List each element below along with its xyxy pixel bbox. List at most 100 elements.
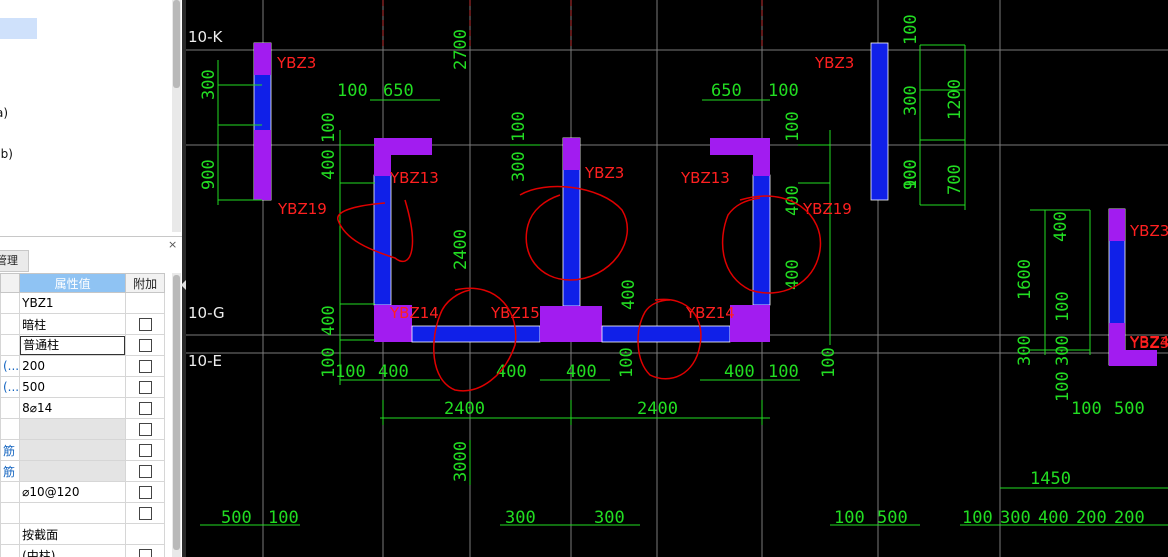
wall-body[interactable] [870, 42, 889, 201]
column-end[interactable] [374, 138, 391, 176]
dimension-text: 100 [319, 347, 339, 378]
property-scrollbar-thumb[interactable] [173, 275, 180, 550]
property-row[interactable]: 按截面 [0, 523, 166, 545]
column-label: YBZ3 [584, 164, 624, 182]
column-end[interactable] [1109, 350, 1157, 366]
property-value[interactable]: (中柱) [19, 544, 127, 557]
extra-checkbox[interactable] [138, 465, 152, 478]
tree-item[interactable]: (b) [0, 147, 13, 161]
property-value[interactable]: ⌀10@120 [19, 481, 127, 503]
dimension-text: 2700 [451, 29, 471, 70]
property-value[interactable] [19, 418, 127, 440]
dimension-text: 1600 [1015, 259, 1035, 300]
extra-checkbox[interactable] [138, 318, 152, 331]
dimension-text: 100 [617, 347, 637, 378]
property-extra-cell [125, 376, 166, 398]
column-label: YBZ19 [277, 200, 327, 218]
dimension-text: 400 [319, 305, 339, 336]
dimension-text: 900 [901, 159, 921, 190]
tree-scrollbar-thumb[interactable] [173, 0, 180, 88]
column-end[interactable] [374, 305, 412, 342]
collapse-arrow-icon[interactable] [181, 280, 186, 290]
tab-manage[interactable]: 管理 [0, 250, 29, 272]
dimension-text: 100 [768, 81, 799, 101]
column-end[interactable] [1109, 323, 1125, 353]
property-row[interactable]: 暗柱 [0, 313, 166, 335]
property-value[interactable] [19, 502, 127, 524]
wall-body[interactable] [373, 174, 392, 306]
property-value[interactable]: 暗柱 [19, 313, 127, 335]
dimension-text: 500 [1114, 399, 1145, 419]
dimension-text: 400 [783, 185, 803, 216]
redline-circle [637, 298, 702, 380]
property-row[interactable]: 8⌀14 [0, 397, 166, 419]
dimension-text: 100 [783, 111, 803, 142]
property-row[interactable]: (中柱) [0, 544, 166, 557]
property-name-header [0, 273, 21, 293]
column-end[interactable] [730, 305, 770, 342]
property-panel: × 管理 属性值 附加 YBZ1暗柱普通柱(...200(...5008⌀14筋… [0, 236, 182, 557]
dimension-text: 100 [1053, 371, 1073, 402]
column-end[interactable] [1109, 209, 1125, 241]
dimension-text: 650 [711, 81, 742, 101]
property-row[interactable] [0, 502, 166, 524]
dimension-text: 100 [509, 111, 529, 142]
wall-body[interactable] [752, 174, 771, 306]
tree-selected-item[interactable] [0, 18, 37, 39]
close-icon[interactable]: × [168, 238, 178, 251]
property-value[interactable]: 8⌀14 [19, 397, 127, 419]
dimension-text: 100 [819, 347, 839, 378]
property-value[interactable]: YBZ1 [19, 292, 127, 314]
property-row[interactable] [0, 418, 166, 440]
column-end[interactable] [563, 138, 580, 170]
property-name [0, 334, 21, 356]
property-value[interactable]: 按截面 [19, 523, 127, 545]
property-row[interactable]: YBZ1 [0, 292, 166, 314]
column-end[interactable] [563, 306, 580, 342]
property-row[interactable]: ⌀10@120 [0, 481, 166, 503]
property-row[interactable]: (...200 [0, 355, 166, 377]
property-value[interactable]: 500 [19, 376, 127, 398]
column-end[interactable] [254, 43, 271, 75]
property-row[interactable]: (...500 [0, 376, 166, 398]
dimension-text: 300 [901, 85, 921, 116]
wall-body[interactable] [601, 325, 731, 343]
property-value[interactable]: 普通柱 [19, 334, 127, 356]
dimension-text: 400 [1051, 211, 1071, 242]
property-name [0, 523, 21, 545]
column-end[interactable] [254, 130, 271, 200]
property-value[interactable] [19, 439, 127, 461]
property-name [0, 397, 21, 419]
redline-markups [337, 185, 822, 392]
column-label: YBZ13 [389, 169, 439, 187]
extra-checkbox[interactable] [138, 549, 152, 557]
property-value[interactable]: 200 [19, 355, 127, 377]
property-row[interactable]: 筋 [0, 439, 166, 461]
dimension-text: 100 [1071, 399, 1102, 419]
property-name [0, 313, 21, 335]
extra-checkbox[interactable] [138, 402, 152, 415]
wall-columns[interactable] [253, 42, 1157, 366]
panel-splitter[interactable] [182, 0, 186, 557]
axis-label: 10-K [188, 28, 223, 46]
dimension-text: 400 [1038, 508, 1069, 528]
property-row[interactable]: 普通柱 [0, 334, 166, 356]
extra-checkbox[interactable] [138, 486, 152, 499]
property-name: (... [0, 355, 21, 377]
extra-checkbox[interactable] [138, 423, 152, 436]
tree-item[interactable]: a) [0, 106, 9, 120]
wall-body[interactable] [411, 325, 541, 343]
extra-checkbox[interactable] [138, 381, 152, 394]
extra-checkbox[interactable] [138, 507, 152, 520]
property-scrollbar[interactable] [172, 273, 181, 557]
extra-checkbox[interactable] [138, 444, 152, 457]
property-row[interactable]: 筋 [0, 460, 166, 482]
property-value-editor[interactable]: 普通柱 [20, 335, 125, 355]
extra-checkbox[interactable] [138, 360, 152, 373]
property-value[interactable] [19, 460, 127, 482]
extra-checkbox[interactable] [138, 339, 152, 352]
dimension-text: 100 [319, 112, 339, 143]
column-end[interactable] [753, 138, 770, 176]
tree-scrollbar[interactable] [172, 0, 181, 232]
